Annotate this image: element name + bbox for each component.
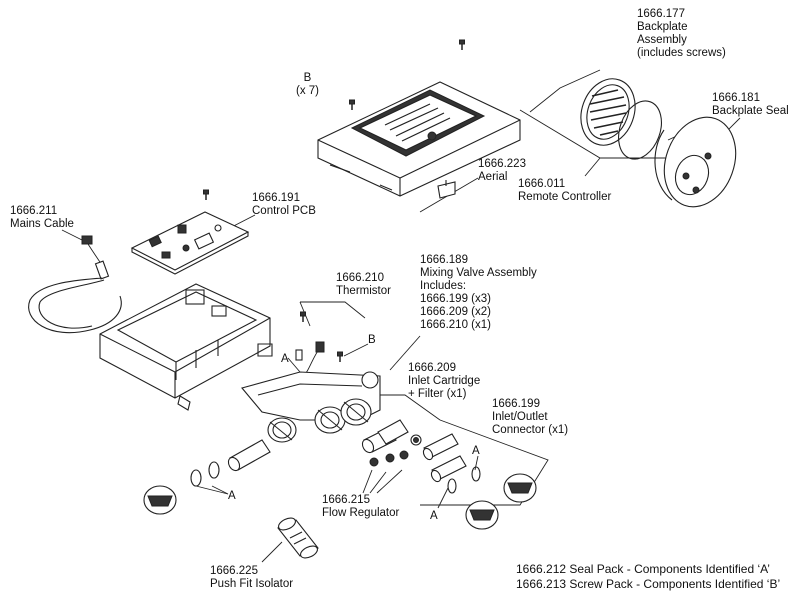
marker-letter: B [303,72,312,84]
label-remote-controller: 1666.011 Remote Controller [518,178,611,204]
marker-a-right-high: A [472,445,480,457]
marker-b-thermistor: B [368,334,376,346]
part-number: 1666.011 [518,178,566,190]
part-number: 1666.191 [252,192,300,204]
screw-icons [203,39,465,362]
marker-a-thermistor: A [281,353,289,365]
label-thermistor: 1666.210 Thermistor [336,272,391,298]
label-screw-b: B (x 7) [296,72,319,98]
part-desc: Control PCB [252,205,316,217]
part-desc: Remote Controller [518,191,612,203]
part-desc: Connector (x1) [492,424,569,436]
part-desc: 1666.199 (x3) [420,293,491,305]
part-number: 1666.199 [492,398,540,410]
part-desc: Mixing Valve Assembly [420,267,537,279]
label-backplate-seal: 1666.181 Backplate Seal [712,92,789,118]
label-backplate-assembly: 1666.177 Backplate Assembly (includes sc… [637,8,726,60]
part-desc: Inlet/Outlet [492,411,548,423]
part-number: 1666.210 [336,272,384,284]
part-desc: Backplate Seal [712,105,789,117]
label-control-pcb: 1666.191 Control PCB [252,192,316,218]
part-number: 1666.177 [637,8,685,20]
cover-lid [317,81,521,197]
label-inlet-cartridge: 1666.209 Inlet Cartridge + Filter (x1) [408,362,480,401]
part-desc: Includes: [420,280,467,292]
backplate-seal-ring [618,100,662,160]
connector-nuts [143,473,537,530]
pipe-connectors [227,419,467,483]
marker-count: (x 7) [296,85,319,97]
seal-pack-note: 1666.212 Seal Pack - Components Identifi… [516,562,770,576]
push-fit-isolator-part [277,517,319,559]
part-desc: Aerial [478,171,508,183]
main-housing [99,283,273,411]
label-aerial: 1666.223 Aerial [478,158,526,184]
label-mains-cable: 1666.211 Mains Cable [10,205,74,231]
part-desc: Assembly [637,34,687,46]
part-desc: Mains Cable [10,218,74,230]
label-flow-regulator: 1666.215 Flow Regulator [322,494,399,520]
part-number: 1666.211 [10,205,58,217]
part-desc: Push Fit Isolator [210,578,294,590]
remote-controller-part [654,116,737,208]
part-number: 1666.223 [478,158,526,170]
part-desc: Flow Regulator [322,507,400,519]
part-desc: + Filter (x1) [408,388,467,400]
label-push-fit-isolator: 1666.225 Push Fit Isolator [210,565,293,591]
part-desc: 1666.210 (x1) [420,319,491,331]
part-desc: 1666.209 (x2) [420,306,491,318]
mains-cable-part [28,235,122,334]
seal-rings [190,461,481,494]
part-number: 1666.181 [712,92,760,104]
part-number: 1666.189 [420,254,468,266]
marker-a-right-low: A [430,510,438,522]
backplate-assembly [580,78,636,146]
aerial-part [437,180,456,199]
flow-regulator-parts [369,434,422,467]
screw-pack-note: 1666.213 Screw Pack - Components Identif… [516,577,781,591]
label-mixing-valve: 1666.189 Mixing Valve Assembly Includes:… [420,254,537,332]
part-desc: Backplate [637,21,688,33]
mixing-valve-part [241,371,381,443]
part-number: 1666.209 [408,362,456,374]
label-inlet-outlet-connector: 1666.199 Inlet/Outlet Connector (x1) [492,398,568,437]
marker-a-left: A [228,490,236,502]
part-number: 1666.215 [322,494,370,506]
control-pcb-part [130,211,250,275]
part-desc: Thermistor [336,285,391,297]
part-number: 1666.225 [210,565,258,577]
part-desc: (includes screws) [637,47,726,59]
part-desc: Inlet Cartridge [408,375,481,387]
